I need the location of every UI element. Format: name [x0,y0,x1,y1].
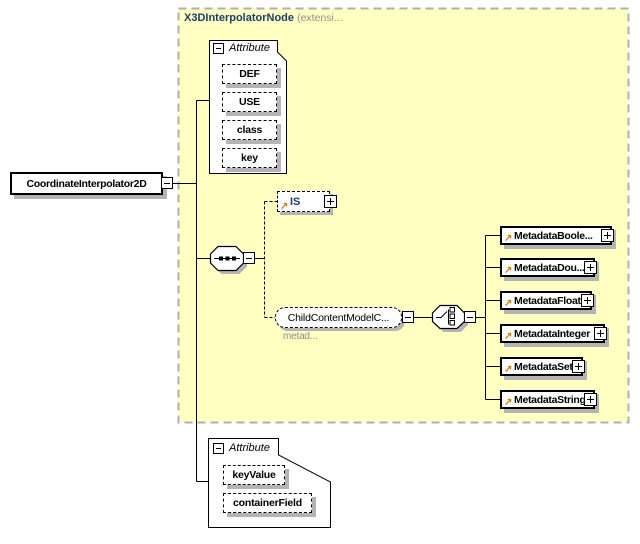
expand-icon-metadatastring[interactable] [584,393,597,406]
reference-arrow-icon: ↗ [280,201,289,212]
collapse-icon-choice[interactable] [464,311,476,323]
expand-icon-metadataset[interactable] [572,360,585,373]
element-box-metadatainteger[interactable]: ↗MetadataInteger [500,324,605,343]
optional-connector-lines [264,201,277,318]
attribute-box-containerfield[interactable]: containerField [223,493,312,513]
group-title: X3DInterpolatorNode [184,12,295,24]
element-box-metadatadou[interactable]: ↗MetadataDou... [500,258,595,277]
attribute-box-keyvalue[interactable]: keyValue [223,465,285,485]
attribute-section-header-top: Attribute [213,42,270,54]
collapse-icon-attributes-bottom[interactable] [213,442,224,454]
element-label: MetadataString [514,393,586,406]
annotation-text: metad... [283,331,318,342]
reference-arrow-icon: ↗ [504,397,513,408]
attribute-label: key [241,152,258,164]
element-label: ChildContentModelC... [287,311,390,324]
attribute-label: containerField [233,497,302,509]
element-label: MetadataFloat [514,294,581,307]
expand-icon-is[interactable] [324,195,337,208]
reference-arrow-icon: ↗ [504,265,513,276]
attribute-box-def[interactable]: DEF [222,64,277,84]
collapse-icon-root[interactable] [161,177,173,189]
attribute-header-label: Attribute [229,42,270,54]
collapse-icon-childcontentmodel[interactable] [402,311,414,323]
expand-icon-metadatafloat[interactable] [581,294,594,307]
reference-arrow-icon: ↗ [504,298,513,309]
attribute-header-label: Attribute [229,442,270,454]
element-label: MetadataDou... [514,261,585,274]
reference-arrow-icon: ↗ [504,233,513,244]
attribute-label: class [236,124,263,136]
element-label: IS [290,195,301,208]
attribute-label: USE [239,96,260,108]
element-label: MetadataInteger [514,327,591,340]
attribute-label: keyValue [232,469,276,481]
element-box-coordinateinterpolator2d[interactable]: CoordinateInterpolator2D [10,172,163,195]
attribute-box-class[interactable]: class [222,120,277,140]
reference-arrow-icon: ↗ [504,331,513,342]
attribute-label: DEF [239,68,260,80]
attribute-box-use[interactable]: USE [222,92,277,112]
choice-icon[interactable] [431,304,469,333]
collapse-icon-attributes-top[interactable] [213,42,224,54]
element-box-is[interactable]: ↗ IS [277,191,330,212]
expand-icon-metadatadou[interactable] [584,261,597,274]
expand-icon-metadataboole[interactable] [601,229,614,242]
group-title-suffix: (extensi... [297,12,343,24]
element-box-metadatafloat[interactable]: ↗MetadataFloat [500,291,592,310]
group-header: X3DInterpolatorNode (extensi... [184,12,343,24]
collapse-icon-sequence[interactable] [243,252,255,264]
element-box-metadatastring[interactable]: ↗MetadataString [500,390,595,409]
element-box-childcontentmodel[interactable]: ChildContentModelC... [275,307,402,328]
attribute-box-key[interactable]: key [222,148,277,168]
expand-icon-metadatainteger[interactable] [594,327,607,340]
element-label: MetadataBoole... [514,229,593,242]
reference-arrow-icon: ↗ [504,364,513,375]
attribute-section-header-bottom: Attribute [213,442,270,454]
element-label: CoordinateInterpolator2D [26,177,147,190]
connector-lines [173,100,500,482]
sequence-icon[interactable] [209,245,248,275]
element-box-metadataset[interactable]: ↗MetadataSet [500,357,583,376]
element-box-metadataboole[interactable]: ↗MetadataBoole... [500,226,612,245]
element-label: MetadataSet [514,360,573,373]
